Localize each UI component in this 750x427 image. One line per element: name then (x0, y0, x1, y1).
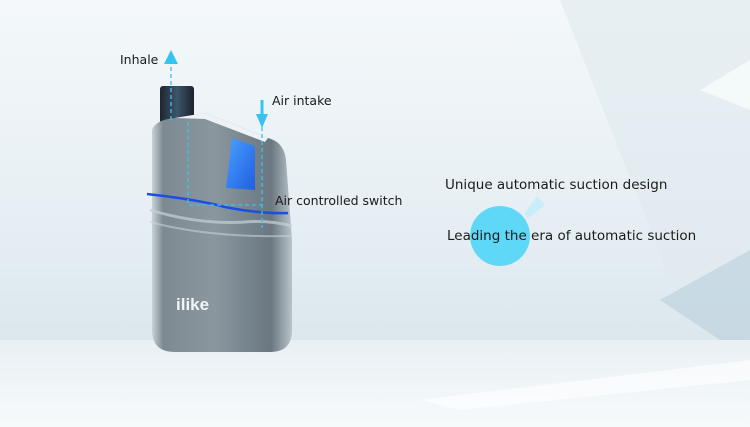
device-illustration: ilike (146, 50, 293, 352)
air-controlled-switch-label: Air controlled switch (275, 193, 403, 208)
bubble-decoration (470, 206, 530, 266)
air-intake-label: Air intake (272, 93, 332, 108)
tagline-unique-design: Unique automatic suction design (445, 177, 668, 193)
inhale-arrow-icon (164, 50, 178, 64)
inhale-label: Inhale (120, 52, 159, 67)
air-intake-arrow-icon (256, 114, 268, 128)
tagline-leading-era: Leading the era of automatic suction (447, 228, 697, 244)
ilike-logo: ilike (176, 295, 209, 314)
